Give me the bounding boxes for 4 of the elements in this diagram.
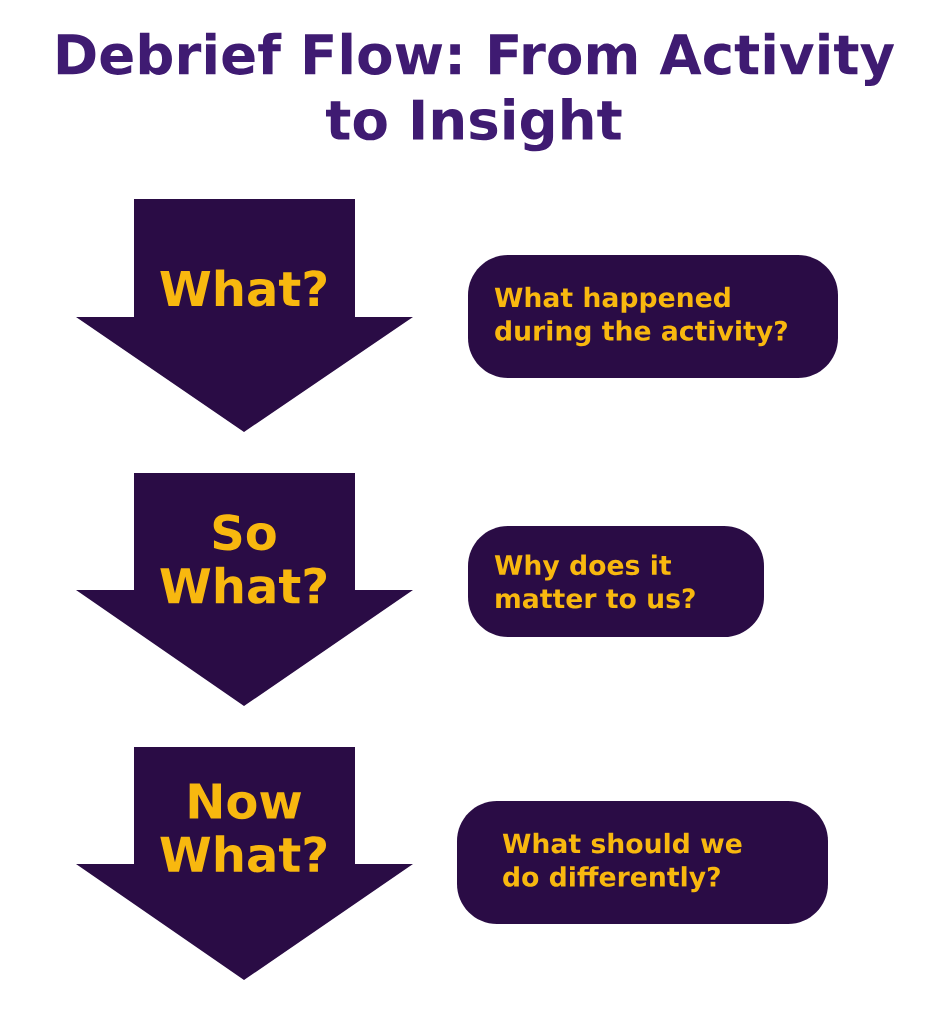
title: Debrief Flow: From Activity to Insight	[57, 32, 895, 152]
rounded-box: Why does it matter to us?	[468, 526, 764, 637]
rounded-box: What happened during the activity?	[468, 255, 838, 378]
rounded-box: What should we do differently?	[457, 801, 828, 924]
